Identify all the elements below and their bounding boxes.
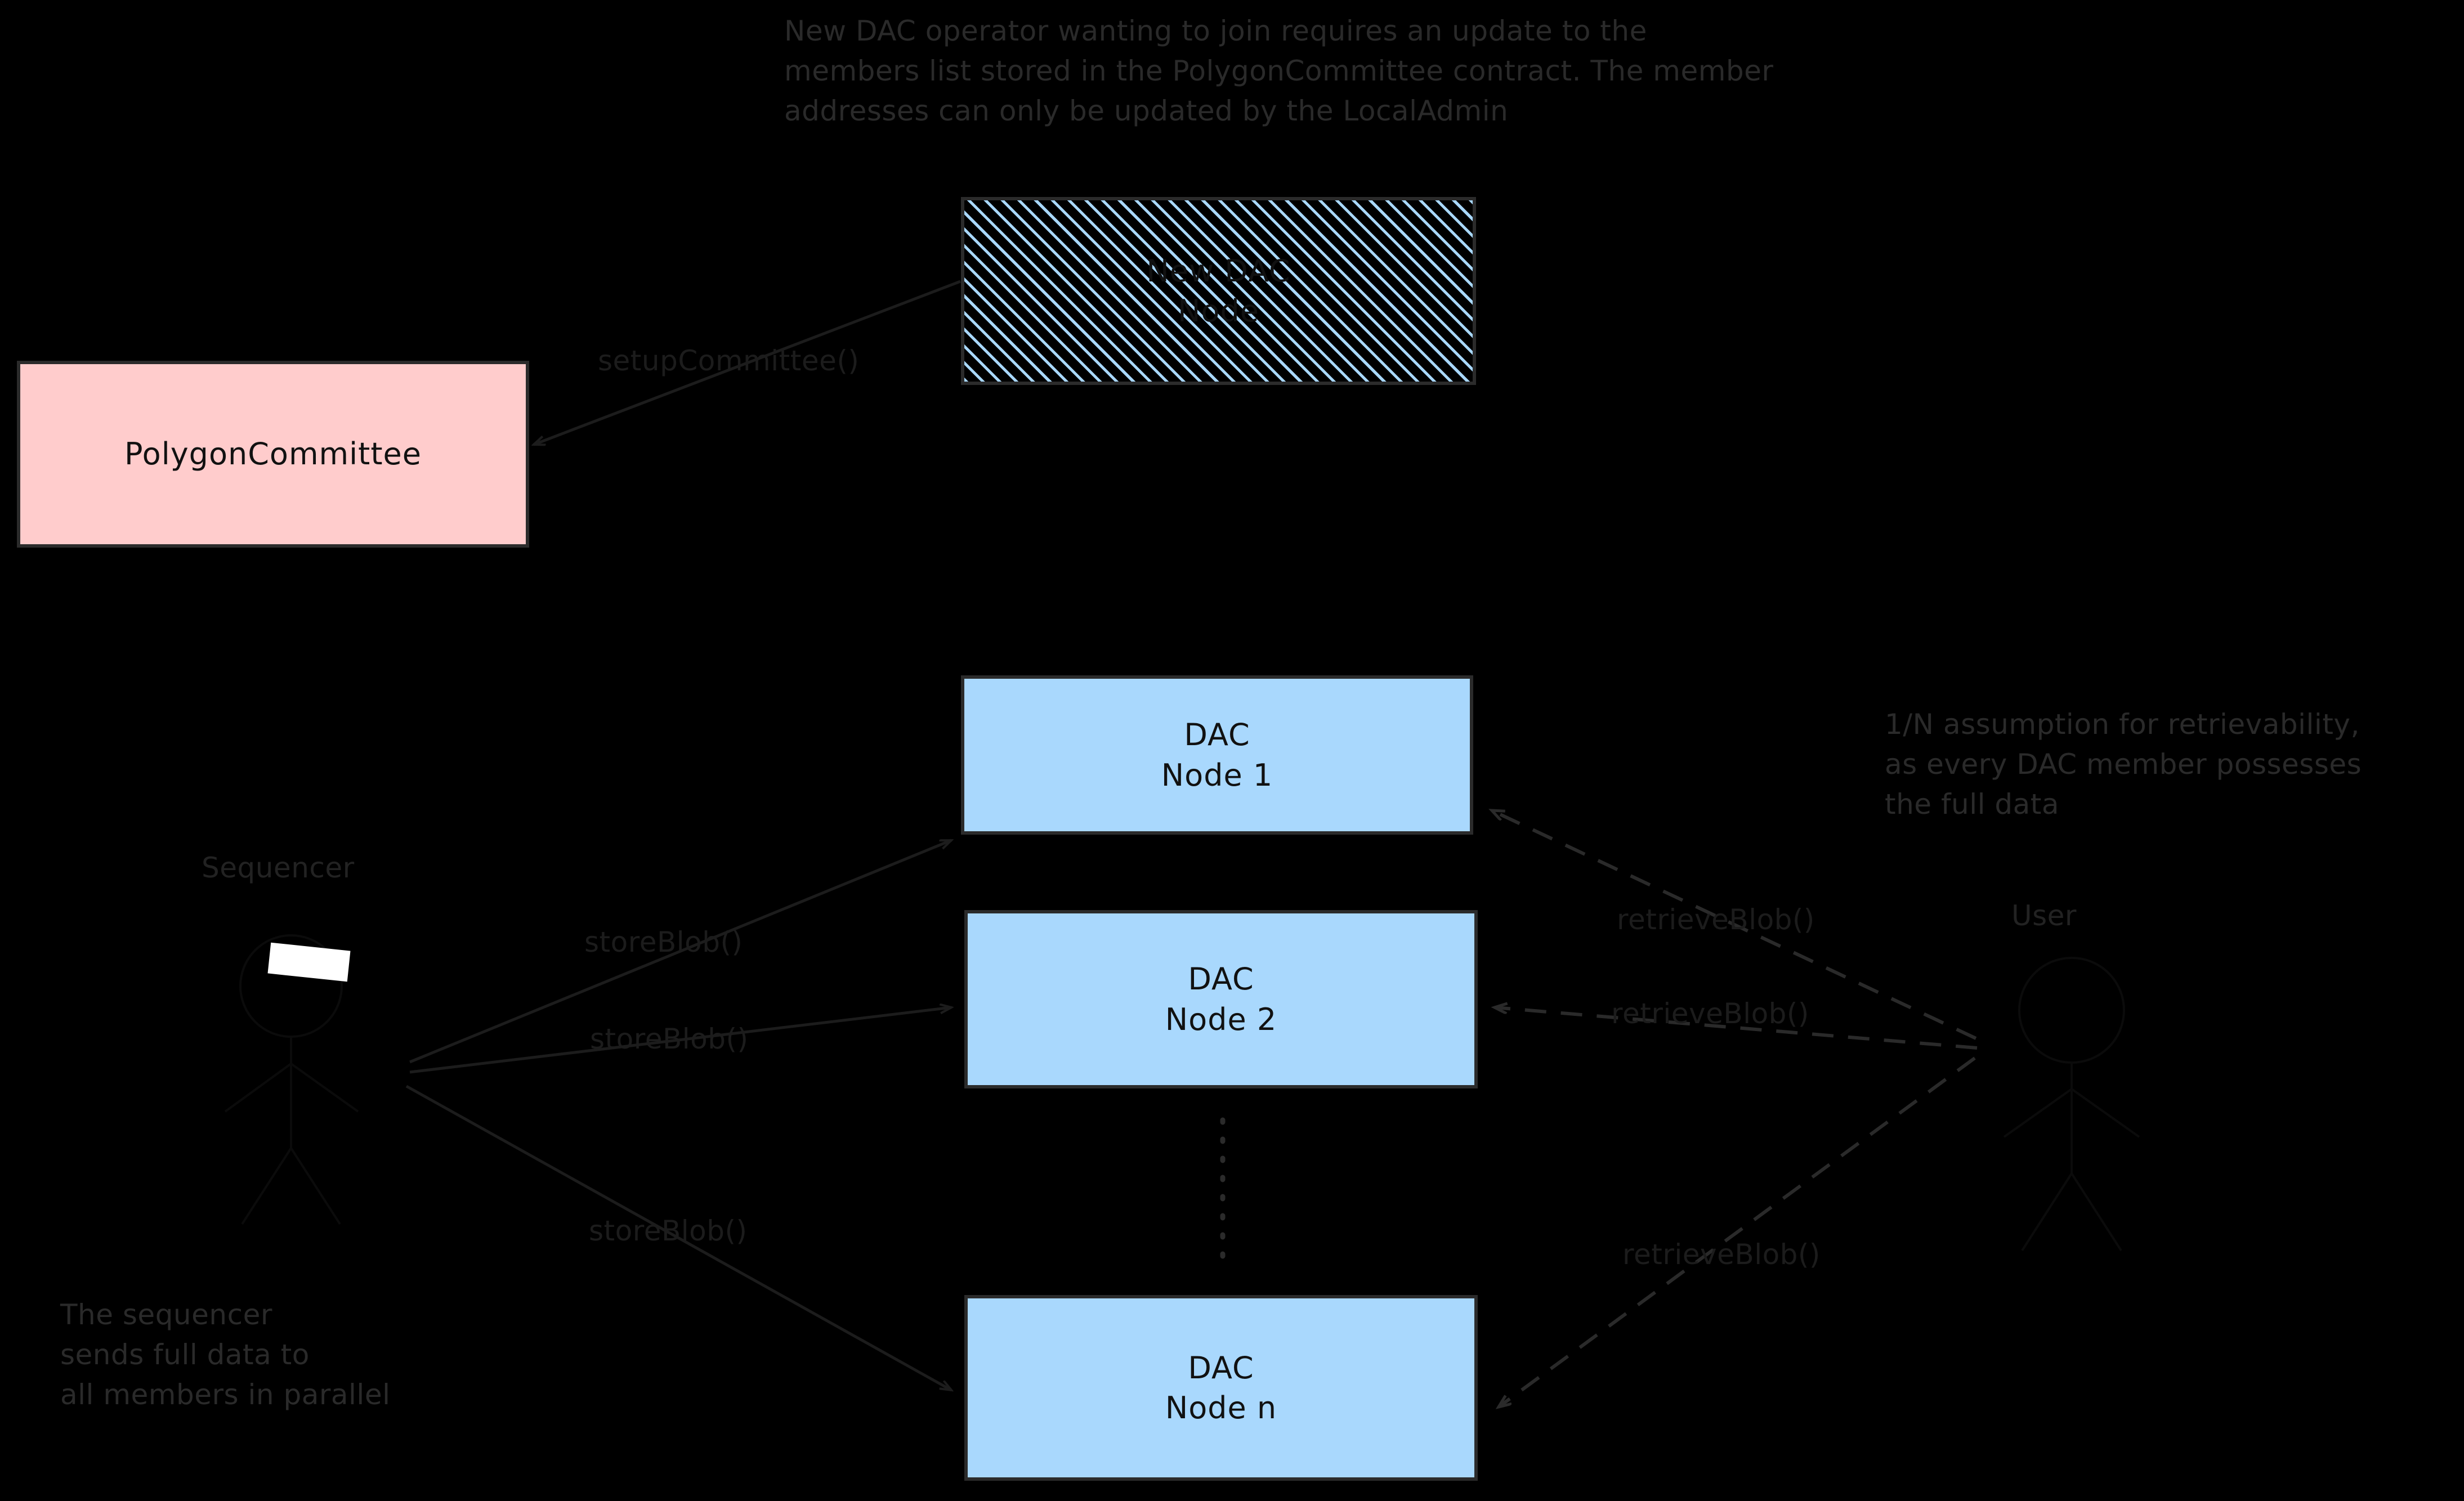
dac-node-2-label-line2: Node 2 [1165,1001,1277,1037]
polygon-committee-label: PolygonCommittee [124,436,422,472]
edge-retrieve-blob-n [1499,1056,1976,1407]
dac-node-1-box[interactable]: DAC Node 1 [961,675,1473,835]
sequencer-highlight-band [267,942,351,982]
user-figure [2003,957,2140,1252]
edge-label-store-blob-2: storeBlob() [590,1023,749,1055]
new-dac-node-box[interactable]: New DAC Node [961,197,1476,385]
edge-label-retrieve-blob-n: retrieveBlob() [1622,1238,1821,1271]
dac-node-1-label-line1: DAC [1184,717,1250,753]
sequencer-label: Sequencer [202,852,355,884]
dac-node-2-box[interactable]: DAC Node 2 [964,910,1478,1088]
new-dac-node-label-line2: Node [1178,293,1259,329]
dac-node-1-label-line2: Node 1 [1161,757,1273,793]
dac-node-n-box[interactable]: DAC Node n [964,1295,1478,1481]
edge-label-store-blob-n: storeBlob() [589,1215,748,1247]
new-dac-node-label-line1: New DAC [1146,253,1291,289]
dac-node-n-label-line2: Node n [1165,1390,1277,1426]
note-right: 1/N assumption for retrievability, as ev… [1885,708,2362,821]
edge-label-retrieve-blob-1: retrieveBlob() [1617,903,1815,936]
note-bottom-left: The sequencer sends full data to all mem… [60,1298,391,1411]
edge-label-retrieve-blob-2: retrieveBlob() [1611,997,1809,1030]
note-top: New DAC operator wanting to join require… [784,15,1774,127]
dac-node-2-label-line1: DAC [1188,961,1254,997]
dac-node-n-label-line1: DAC [1188,1350,1254,1386]
edge-label-store-blob-1: storeBlob() [584,926,743,958]
user-label: User [2011,899,2077,932]
polygon-committee-box[interactable]: PolygonCommittee [17,361,529,548]
edge-label-setup-committee: setupCommittee() [598,344,860,377]
